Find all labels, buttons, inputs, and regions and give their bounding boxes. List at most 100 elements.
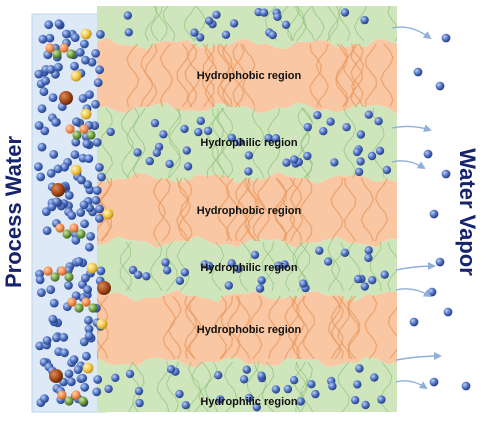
fiber — [261, 241, 275, 292]
fiber — [289, 177, 303, 242]
water-molecule — [91, 195, 101, 205]
water-molecule — [77, 175, 86, 185]
water-molecule — [227, 259, 236, 268]
water-molecule — [413, 67, 423, 77]
fiber — [273, 177, 287, 242]
water-molecule — [42, 336, 52, 345]
fiber — [300, 107, 313, 179]
water-molecule — [93, 375, 103, 384]
fiber — [176, 241, 190, 292]
fiber — [286, 295, 301, 360]
water-molecule — [84, 331, 94, 341]
water-molecule — [69, 355, 79, 364]
water-molecule — [271, 134, 281, 143]
water-molecule — [259, 8, 269, 17]
fiber — [157, 177, 171, 242]
vapor-arrow — [395, 380, 428, 390]
fiber — [176, 177, 190, 242]
solute-brown — [97, 281, 111, 295]
water-molecule — [95, 214, 104, 223]
water-molecule — [435, 81, 445, 91]
fiber — [295, 241, 309, 292]
water-molecule — [194, 127, 203, 137]
water-molecule — [96, 266, 106, 276]
water-molecule — [104, 384, 113, 394]
fiber — [380, 43, 394, 108]
fiber — [220, 295, 234, 360]
water-molecule — [299, 279, 308, 288]
fiber — [179, 177, 193, 242]
fiber — [168, 295, 182, 360]
region-hydrophobic-1 — [97, 37, 397, 114]
water-molecule — [165, 159, 174, 169]
fiber — [140, 43, 154, 108]
fiber — [297, 107, 311, 179]
water-molecule — [97, 172, 106, 182]
water-molecule — [190, 28, 199, 37]
water-molecule — [46, 65, 56, 74]
water-molecule — [46, 168, 56, 178]
water-molecule — [84, 154, 94, 164]
water-molecule — [340, 248, 350, 257]
fiber — [252, 177, 266, 242]
fiber — [220, 107, 234, 179]
fiber — [300, 361, 313, 412]
solute-atom — [57, 390, 67, 400]
water-molecule — [40, 126, 50, 136]
fiber — [211, 107, 224, 179]
solute-atom — [78, 396, 88, 406]
water-molecule — [87, 57, 97, 67]
water-molecule — [328, 382, 337, 391]
fiber — [150, 6, 163, 42]
region-hydrophobic-5 — [97, 289, 397, 368]
water-molecule — [303, 122, 312, 132]
water-molecule — [461, 381, 471, 391]
fiber — [285, 241, 298, 292]
water-molecule — [234, 264, 243, 273]
vapor-arrows — [391, 26, 442, 390]
water-molecule — [42, 226, 52, 236]
water-molecule — [180, 124, 189, 134]
fiber — [295, 361, 309, 412]
fiber — [257, 177, 270, 242]
water-molecule — [135, 398, 144, 408]
fiber — [351, 43, 365, 108]
fiber — [330, 177, 344, 242]
water-molecule — [79, 200, 89, 210]
water-molecule — [54, 62, 63, 72]
fiber — [184, 43, 198, 108]
fiber — [387, 306, 397, 360]
region-hydrophobic-3 — [97, 171, 397, 249]
water-molecule — [244, 151, 254, 160]
fiber — [268, 295, 281, 360]
fiber — [120, 241, 132, 292]
vapor-arrow — [391, 160, 426, 170]
water-molecule — [44, 20, 54, 30]
solute-atom — [65, 124, 75, 134]
water-molecule — [273, 12, 282, 21]
solute-atom — [50, 272, 60, 282]
fiber — [387, 241, 397, 292]
water-molecule — [364, 253, 373, 263]
water-molecule — [315, 246, 324, 255]
solute-atom — [74, 303, 84, 313]
water-molecule — [380, 270, 389, 279]
water-molecule — [324, 257, 333, 266]
water-molecule — [84, 315, 93, 325]
vapor-arrow — [395, 262, 436, 271]
fiber — [287, 6, 300, 42]
fiber — [337, 295, 350, 360]
water-molecule — [212, 10, 221, 19]
fiber — [342, 43, 356, 108]
solute-yellow — [70, 70, 82, 82]
solute-atom — [66, 49, 76, 59]
fiber — [204, 361, 218, 412]
fiber — [343, 107, 357, 179]
water-molecule — [80, 219, 89, 229]
fiber — [337, 6, 351, 42]
water-molecule — [134, 386, 144, 396]
water-molecule — [37, 142, 47, 152]
water-molecule — [73, 365, 83, 375]
solute-atom — [67, 297, 77, 307]
